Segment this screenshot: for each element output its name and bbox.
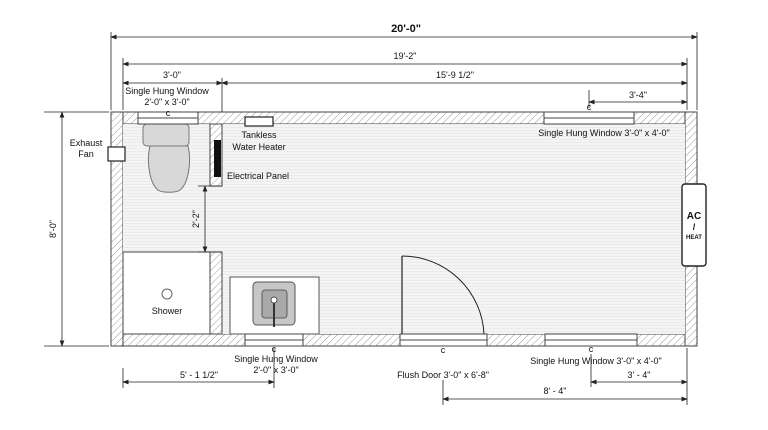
- svg-text:AC: AC: [687, 211, 701, 222]
- svg-text:5' - 1 1/2": 5' - 1 1/2": [180, 370, 218, 380]
- window-top-left: c: [137, 108, 199, 125]
- tankless-label-line1: Tankless: [241, 130, 277, 140]
- dimension-overall-length: 20'-0": [110, 23, 698, 110]
- svg-text:8'-0": 8'-0": [48, 220, 58, 238]
- exhaust-fan-label-line1: Exhaust: [70, 138, 103, 148]
- svg-text:20'-0": 20'-0": [391, 23, 421, 35]
- svg-text:c: c: [441, 345, 446, 355]
- dimension-interior-length: 19'-2": [122, 51, 688, 110]
- window-bottom-right: c: [544, 333, 638, 354]
- shower-drain: [161, 288, 173, 300]
- dimension-door-offset: 8' - 4": [442, 380, 688, 405]
- dimension-bath-depth: 2'-2": [191, 185, 222, 253]
- exhaust-fan-label-line2: Fan: [78, 149, 94, 159]
- svg-text:3' - 4": 3' - 4": [628, 370, 651, 380]
- sink-counter: [229, 276, 320, 335]
- dimension-bottom-right: 3' - 4": [590, 348, 688, 405]
- svg-text:3'-4": 3'-4": [629, 90, 647, 100]
- window-bottom-right-label: Single Hung Window 3'-0" x 4'-0": [530, 356, 661, 366]
- svg-text:c: c: [166, 108, 171, 118]
- svg-text:19'-2": 19'-2": [394, 51, 417, 61]
- electrical-panel: [214, 140, 221, 177]
- exhaust-fan: [107, 146, 126, 162]
- shower-label: Shower: [152, 306, 183, 316]
- window-top-left-label-line2: 2'-0" x 3'-0": [144, 97, 189, 107]
- dimension-window-offset-top: 3'-4": [588, 90, 688, 108]
- svg-text:HEAT: HEAT: [686, 235, 702, 241]
- window-bottom-left-label-line2: 2'-0" x 3'-0": [253, 365, 298, 375]
- window-top-right-label: Single Hung Window 3'-0" x 4'-0": [538, 128, 669, 138]
- svg-text:/: /: [693, 222, 696, 232]
- tankless-label-line2: Water Heater: [232, 142, 285, 152]
- svg-text:8' - 4": 8' - 4": [544, 386, 567, 396]
- toilet: [142, 123, 191, 193]
- electrical-panel-label: Electrical Panel: [227, 171, 289, 181]
- svg-text:2'-2": 2'-2": [191, 210, 201, 228]
- dimension-bottom-left: 5' - 1 1/2": [122, 348, 275, 388]
- door-label: Flush Door 3'-0" x 6'-8": [397, 370, 489, 380]
- tankless-water-heater: [244, 116, 274, 127]
- door: c: [399, 255, 488, 355]
- ac-heat-unit: AC / HEAT: [681, 183, 707, 267]
- svg-text:c: c: [589, 344, 594, 354]
- dimension-width: 8'-0": [44, 111, 109, 347]
- svg-text:15'-9 1/2": 15'-9 1/2": [436, 70, 474, 80]
- dimension-main-length: 15'-9 1/2": [221, 70, 688, 86]
- window-bottom-left-label-line1: Single Hung Window: [234, 354, 318, 364]
- svg-text:3'-0": 3'-0": [163, 70, 181, 80]
- window-top-left-label-line1: Single Hung Window: [125, 86, 209, 96]
